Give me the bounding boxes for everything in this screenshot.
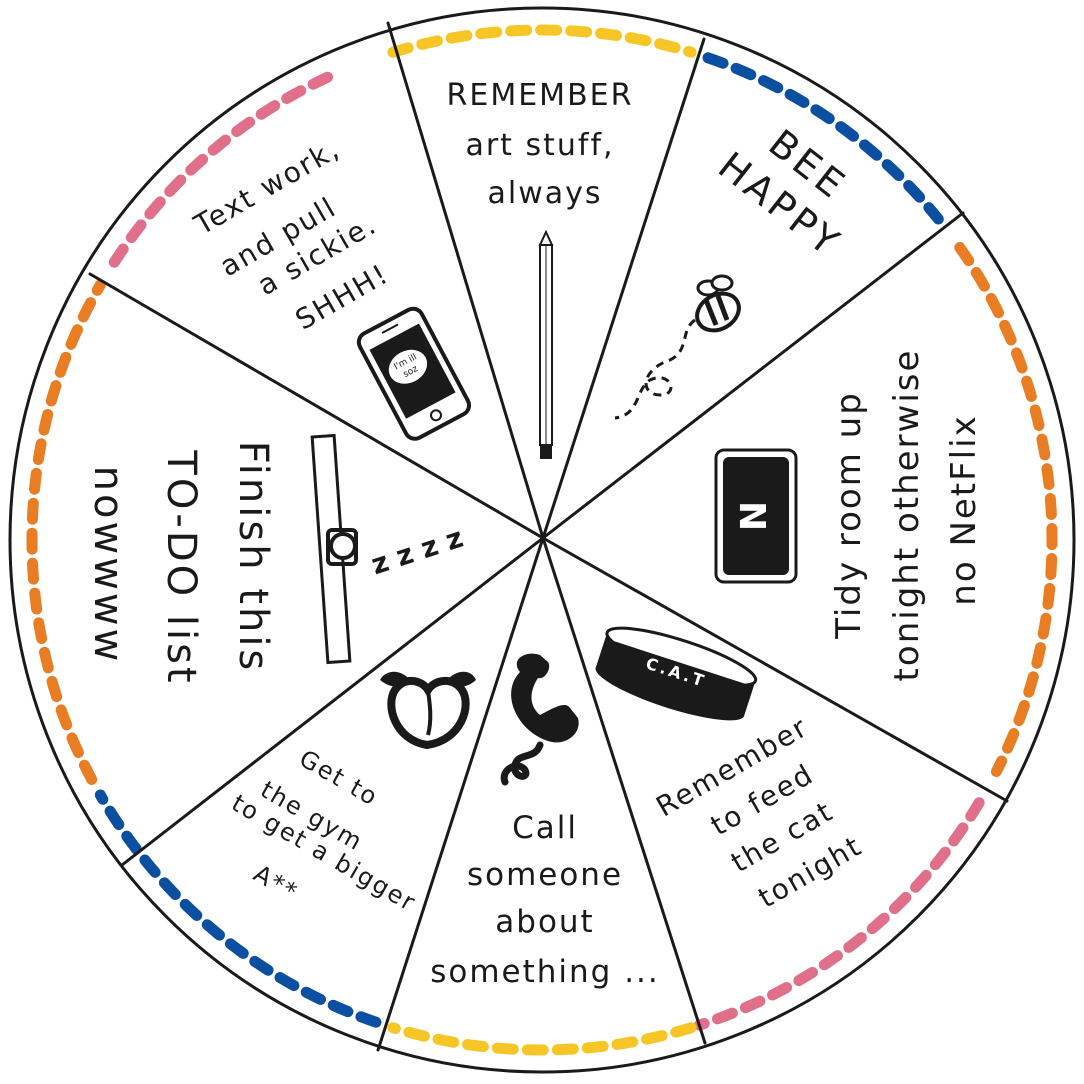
dashed-border-feed-cat bbox=[694, 797, 985, 1031]
dashed-border-tidy-room bbox=[954, 241, 1058, 778]
segment-dividers bbox=[88, 21, 1009, 1052]
segment-text-line: no NetFlix bbox=[944, 414, 984, 605]
telephone-handset-icon bbox=[500, 653, 579, 786]
segment-tidy-room[interactable]: Tidy room up tonight otherwise no NetFli… bbox=[714, 349, 984, 682]
dashed-border-gym bbox=[94, 789, 382, 1028]
divider-line bbox=[376, 536, 545, 1052]
dashed-border-bee-happy bbox=[702, 52, 944, 225]
dashed-border-sickie bbox=[108, 68, 341, 268]
segment-text-line: art stuff, bbox=[465, 128, 614, 163]
dashed-border-remember-art bbox=[387, 24, 697, 58]
segment-text-line: always bbox=[487, 176, 602, 211]
wheel-center-hub bbox=[540, 535, 546, 541]
divider-line bbox=[88, 272, 545, 540]
segment-text-line: REMEMBER bbox=[447, 78, 634, 113]
divider-line bbox=[541, 536, 1009, 803]
segment-text-line: Finish this bbox=[230, 441, 276, 674]
segment-remember-art[interactable]: REMEMBER art stuff, always bbox=[447, 78, 634, 459]
netflix-logo-icon: N bbox=[714, 448, 798, 584]
segment-text-line: tonight otherwise bbox=[887, 349, 927, 682]
divider-line bbox=[120, 536, 545, 867]
watch-icon bbox=[310, 433, 358, 665]
segment-text-line: something ... bbox=[430, 954, 660, 990]
divider-line bbox=[541, 211, 965, 540]
cat-collar-icon: C.A.T bbox=[595, 626, 758, 721]
segment-call-someone[interactable]: Call someone about something ... bbox=[430, 653, 660, 990]
divider-line bbox=[541, 37, 706, 540]
dashed-border-todo-list bbox=[26, 279, 106, 785]
dashed-border-call-someone bbox=[387, 1022, 697, 1056]
bee-icon bbox=[614, 274, 741, 420]
netflix-letter: N bbox=[734, 501, 775, 531]
phone-icon: I'm ill soz bbox=[356, 306, 472, 441]
segment-text-line: Tidy room up bbox=[829, 391, 869, 640]
pencil-icon bbox=[538, 229, 554, 459]
segment-text-line: Call bbox=[512, 810, 578, 846]
divider-line bbox=[541, 536, 707, 1045]
segment-text-line: someone bbox=[467, 857, 623, 893]
segment-text-line: nowwww bbox=[85, 466, 131, 665]
segment-text-line: about bbox=[495, 904, 594, 940]
divider-line bbox=[386, 21, 545, 540]
peach-icon bbox=[380, 671, 476, 750]
segment-text-line: TO-DO list bbox=[158, 449, 204, 685]
dashed-border-group bbox=[26, 24, 1058, 1056]
